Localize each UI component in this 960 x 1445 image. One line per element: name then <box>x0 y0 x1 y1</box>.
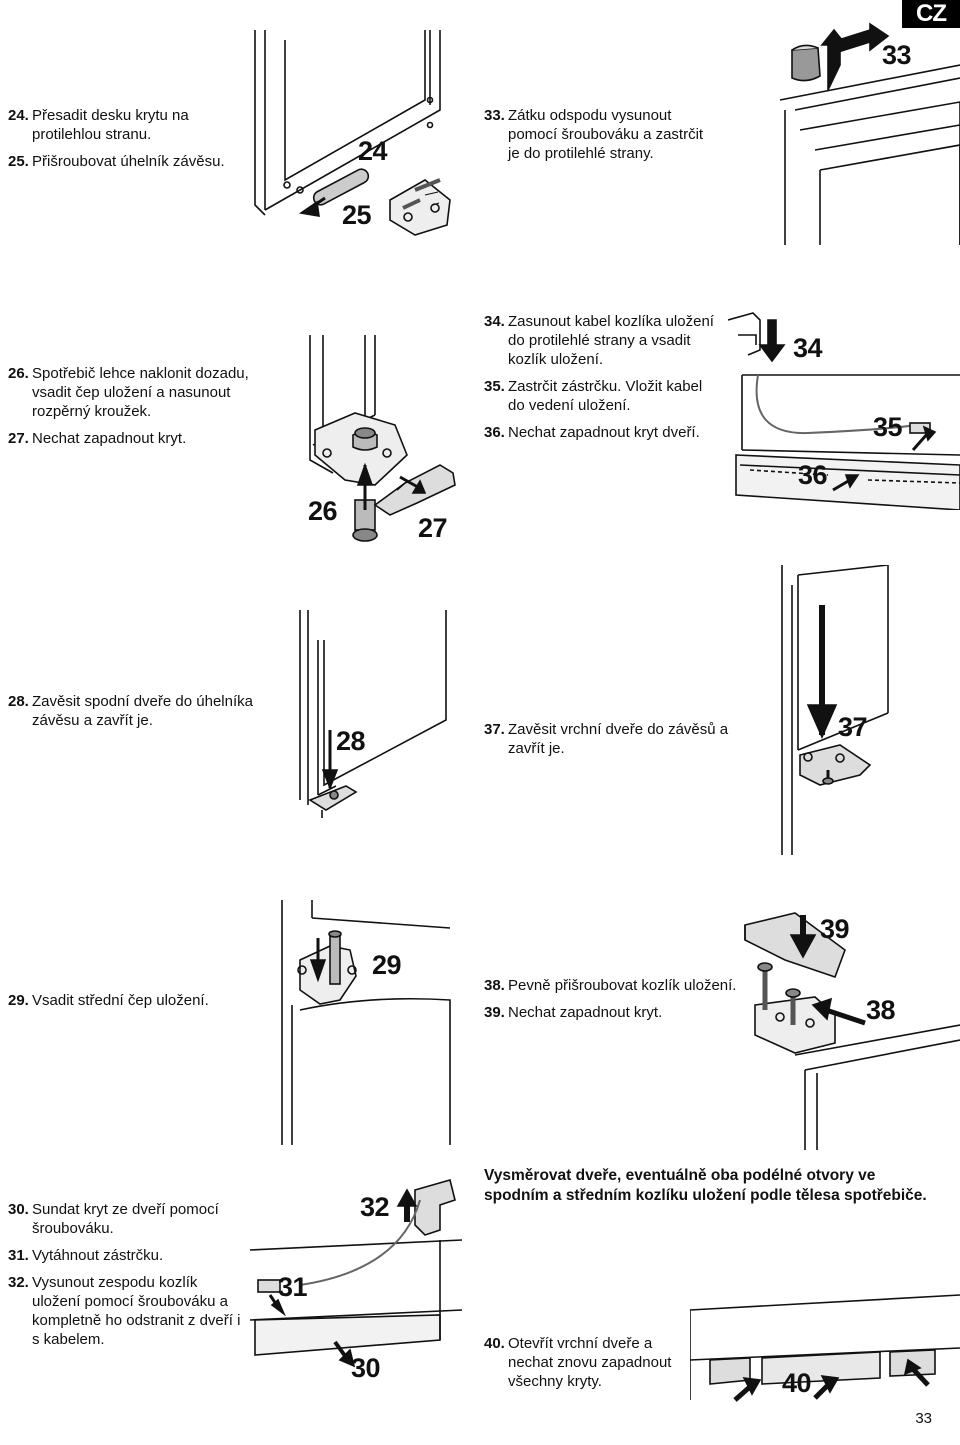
figure-37 <box>780 565 890 855</box>
callout-28: 28 <box>336 726 366 756</box>
figure-30-32 <box>250 1170 462 1375</box>
figure-33 <box>770 20 960 245</box>
page-number: 33 <box>915 1410 932 1427</box>
steps-37: 37.Zavěsit vrchní dveře do závěsů a zavř… <box>484 720 746 766</box>
figure-34-36 <box>728 305 960 510</box>
steps-40: 40.Otevřít vrchní dveře a nechat znovu z… <box>484 1334 699 1399</box>
steps-24-25: 24.Přesadit desku krytu na protilehlou s… <box>8 106 233 179</box>
callout-31: 31 <box>278 1272 308 1302</box>
callout-24: 24 <box>358 136 388 166</box>
callout-33: 33 <box>882 40 912 70</box>
callout-32: 32 <box>360 1192 390 1222</box>
steps-30-32: 30.Sundat kryt ze dveří pomocí šroubovák… <box>8 1200 246 1357</box>
callout-30: 30 <box>351 1353 381 1383</box>
alignment-note: Vysměrovat dveře, eventuálně oba podélné… <box>484 1167 927 1204</box>
callout-40: 40 <box>782 1368 812 1398</box>
steps-38-39: 38.Pevně přišroubovat kozlík uložení. 39… <box>484 976 739 1030</box>
figure-38-39 <box>735 905 960 1150</box>
figure-28 <box>296 610 466 820</box>
step-33: 33.Zátku odspodu vysunout pomocí šroubov… <box>484 107 704 162</box>
step-40: 40.Otevřít vrchní dveře a nechat znovu z… <box>484 1335 672 1390</box>
steps-34-36: 34.Zasunout kabel kozlíka uložení do pro… <box>484 312 716 450</box>
step-28: 28.Zavěsit spodní dveře do úhelníka závě… <box>8 693 253 729</box>
step-32: 32.Vysunout zespodu kozlík uložení pomoc… <box>8 1274 241 1348</box>
callout-39: 39 <box>820 914 850 944</box>
steps-28: 28.Zavěsit spodní dveře do úhelníka závě… <box>8 692 258 738</box>
callout-37: 37 <box>838 712 868 742</box>
step-35: 35.Zastrčit zástrčku. Vložit kabel do ve… <box>484 378 703 414</box>
figure-40 <box>690 1290 960 1410</box>
figure-24-25 <box>225 30 465 240</box>
callout-36: 36 <box>798 460 828 490</box>
step-38: 38.Pevně přišroubovat kozlík uložení. <box>484 977 737 994</box>
steps-26-27: 26.Spotřebič lehce naklonit dozadu, vsad… <box>8 364 266 456</box>
step-29: 29.Vsadit střední čep uložení. <box>8 992 209 1009</box>
callout-29: 29 <box>372 950 402 980</box>
step-26: 26.Spotřebič lehce naklonit dozadu, vsad… <box>8 365 249 420</box>
callout-35: 35 <box>873 412 903 442</box>
step-30: 30.Sundat kryt ze dveří pomocí šroubovák… <box>8 1201 219 1237</box>
callout-34: 34 <box>793 333 823 363</box>
step-39: 39.Nechat zapadnout kryt. <box>484 1004 663 1021</box>
callout-27: 27 <box>418 513 448 543</box>
step-27: 27.Nechat zapadnout kryt. <box>8 430 187 447</box>
step-31: 31.Vytáhnout zástrčku. <box>8 1247 164 1264</box>
callout-38: 38 <box>866 995 896 1025</box>
figure-26-27 <box>305 335 475 545</box>
step-24: 24.Přesadit desku krytu na protilehlou s… <box>8 107 189 143</box>
steps-29: 29.Vsadit střední čep uložení. <box>8 991 258 1018</box>
steps-33: 33.Zátku odspodu vysunout pomocí šroubov… <box>484 106 714 171</box>
callout-26: 26 <box>308 496 338 526</box>
step-34: 34.Zasunout kabel kozlíka uložení do pro… <box>484 313 714 368</box>
step-36: 36.Nechat zapadnout kryt dveří. <box>484 424 700 441</box>
step-37: 37.Zavěsit vrchní dveře do závěsů a zavř… <box>484 721 729 757</box>
callout-25: 25 <box>342 200 372 230</box>
language-tab: CZ <box>902 0 960 28</box>
figure-29 <box>280 900 462 1145</box>
step-25: 25.Přišroubovat úhelník závěsu. <box>8 153 225 170</box>
